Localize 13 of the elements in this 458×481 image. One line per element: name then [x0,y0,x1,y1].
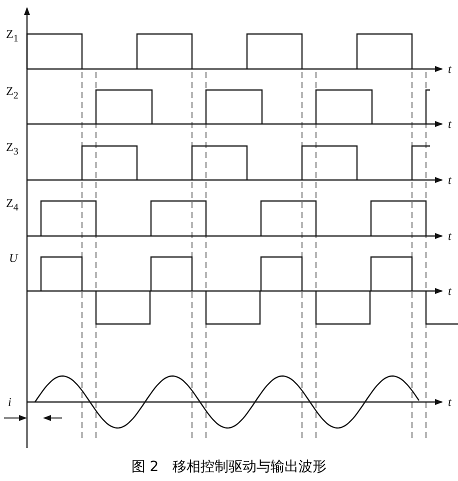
signal-label: U [9,251,18,265]
axis-label: t [448,173,452,187]
figure-caption: 图 2 移相控制驱动与输出波形 [130,458,328,476]
axis-label: t [448,117,452,131]
signal-label: Z$_{2}$ [6,84,18,104]
signal-label: Z$_{4}$ [6,196,18,216]
axis-label: t [448,229,452,243]
axis-label: t [448,62,452,76]
signal-label: i [8,395,12,409]
axis-label: t [448,284,452,298]
signal-label: Z$_{3}$ [6,140,18,160]
signal-label: Z$_{1}$ [6,27,18,46]
axis-label: t [448,395,452,409]
